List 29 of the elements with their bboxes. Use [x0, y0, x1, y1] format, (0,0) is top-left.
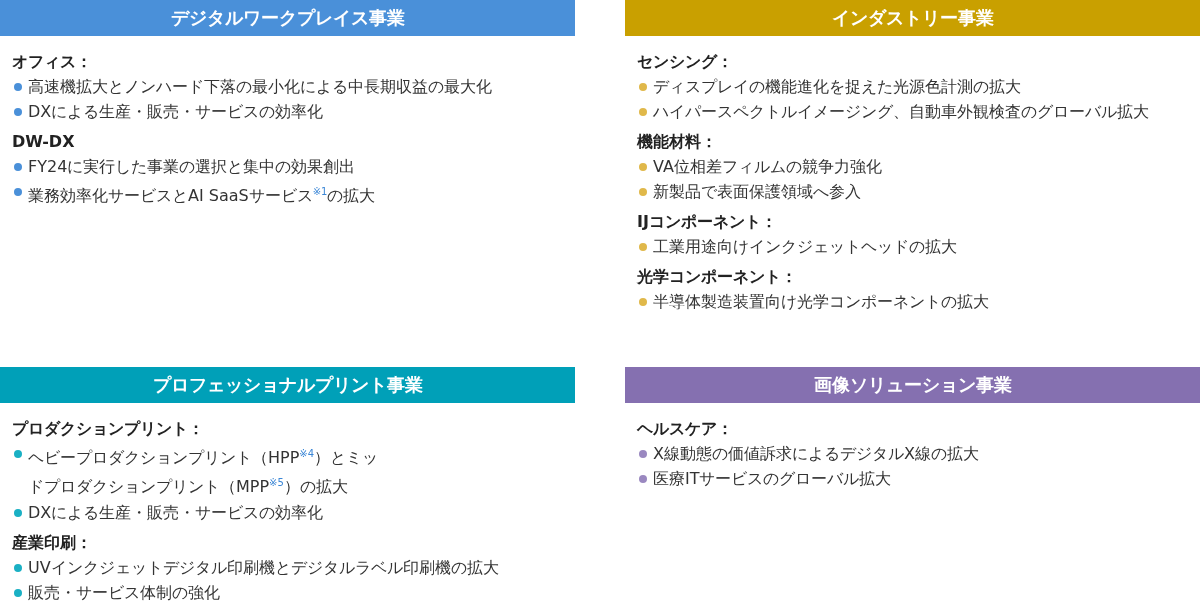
bullet-text: 高速機拡大とノンハード下落の最小化による中長期収益の最大化 — [28, 76, 492, 98]
section-heading: ヘルスケア： — [637, 418, 733, 440]
bullet-text: VA位相差フィルムの競争力強化 — [653, 156, 882, 178]
section-heading: 産業印刷： — [12, 531, 92, 554]
panel-header: 画像ソリューション事業 — [625, 367, 1200, 403]
bullet-text: DXによる生産・販売・サービスの効率化 — [28, 101, 324, 123]
bullet-text: DXによる生産・販売・サービスの効率化 — [28, 501, 324, 524]
section-heading: プロダクションプリント： — [12, 418, 204, 440]
bullet-text: 工業用途向けインクジェットヘッドの拡大 — [653, 236, 957, 258]
bullet-text: 販売・サービス体制の強化 — [28, 581, 220, 604]
bullet-text: X線動態の価値訴求によるデジタルX線の拡大 — [653, 443, 979, 465]
panel-header: インダストリー事業 — [625, 0, 1200, 36]
bullet-text: UVインクジェットデジタル印刷機とデジタルラベル印刷機の拡大 — [28, 556, 499, 579]
section-heading: センシング： — [637, 51, 733, 73]
bullet-text: 業務効率化サービスとAI SaaSサービス$^{※1}$の拡大 — [28, 185, 376, 208]
bullet-text: FY24に実行した事業の選択と集中の効果創出 — [28, 156, 356, 178]
section-heading: 光学コンポーネント： — [637, 266, 797, 288]
section-heading: IJコンポーネント： — [637, 211, 777, 233]
bullet-text: ハイパースペクトルイメージング、自動車外観検査のグローバル拡大 — [653, 101, 1149, 123]
bullet-text: 新製品で表面保護領域へ参入 — [653, 181, 861, 203]
bullet-text: ヘビープロダクションプリント（HPP$^{※4}$）とミッドプロダクションプリント（MPP$^{※5}$）の拡大 — [28, 447, 380, 499]
panel-header: デジタルワークプレイス事業 — [0, 0, 575, 36]
bullet-text: 半導体製造装置向け光学コンポーネントの拡大 — [653, 291, 989, 313]
panel-header: プロフェッショナルプリント事業 — [0, 367, 575, 403]
bullet-text: 医療ITサービスのグローバル拡大 — [653, 468, 892, 490]
section-heading: 機能材料： — [637, 131, 717, 153]
bullet-text: ディスプレイの機能進化を捉えた光源色計測の拡大 — [653, 76, 1021, 98]
section-heading: DW-DX — [12, 131, 75, 153]
section-heading: オフィス： — [12, 51, 92, 73]
